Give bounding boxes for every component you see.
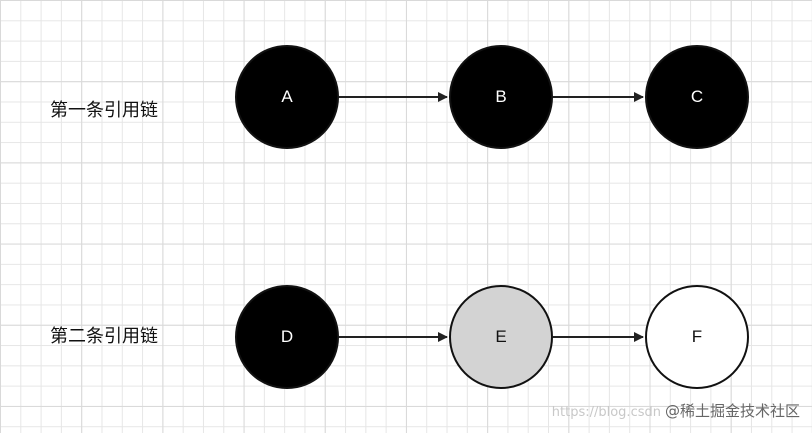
node-d: D [235, 285, 339, 389]
watermark-url: https://blog.csdn [551, 405, 661, 420]
node-f: F [645, 285, 749, 389]
node-c: C [645, 45, 749, 149]
node-a: A [235, 45, 339, 149]
watermark: https://blog.csdn@稀土掘金技术社区 [552, 400, 800, 421]
chain-2-label: 第二条引用链 [50, 326, 158, 347]
watermark-text: @稀土掘金技术社区 [664, 402, 800, 420]
node-e: E [449, 285, 553, 389]
chain-1-label: 第一条引用链 [50, 100, 158, 121]
node-b: B [449, 45, 553, 149]
